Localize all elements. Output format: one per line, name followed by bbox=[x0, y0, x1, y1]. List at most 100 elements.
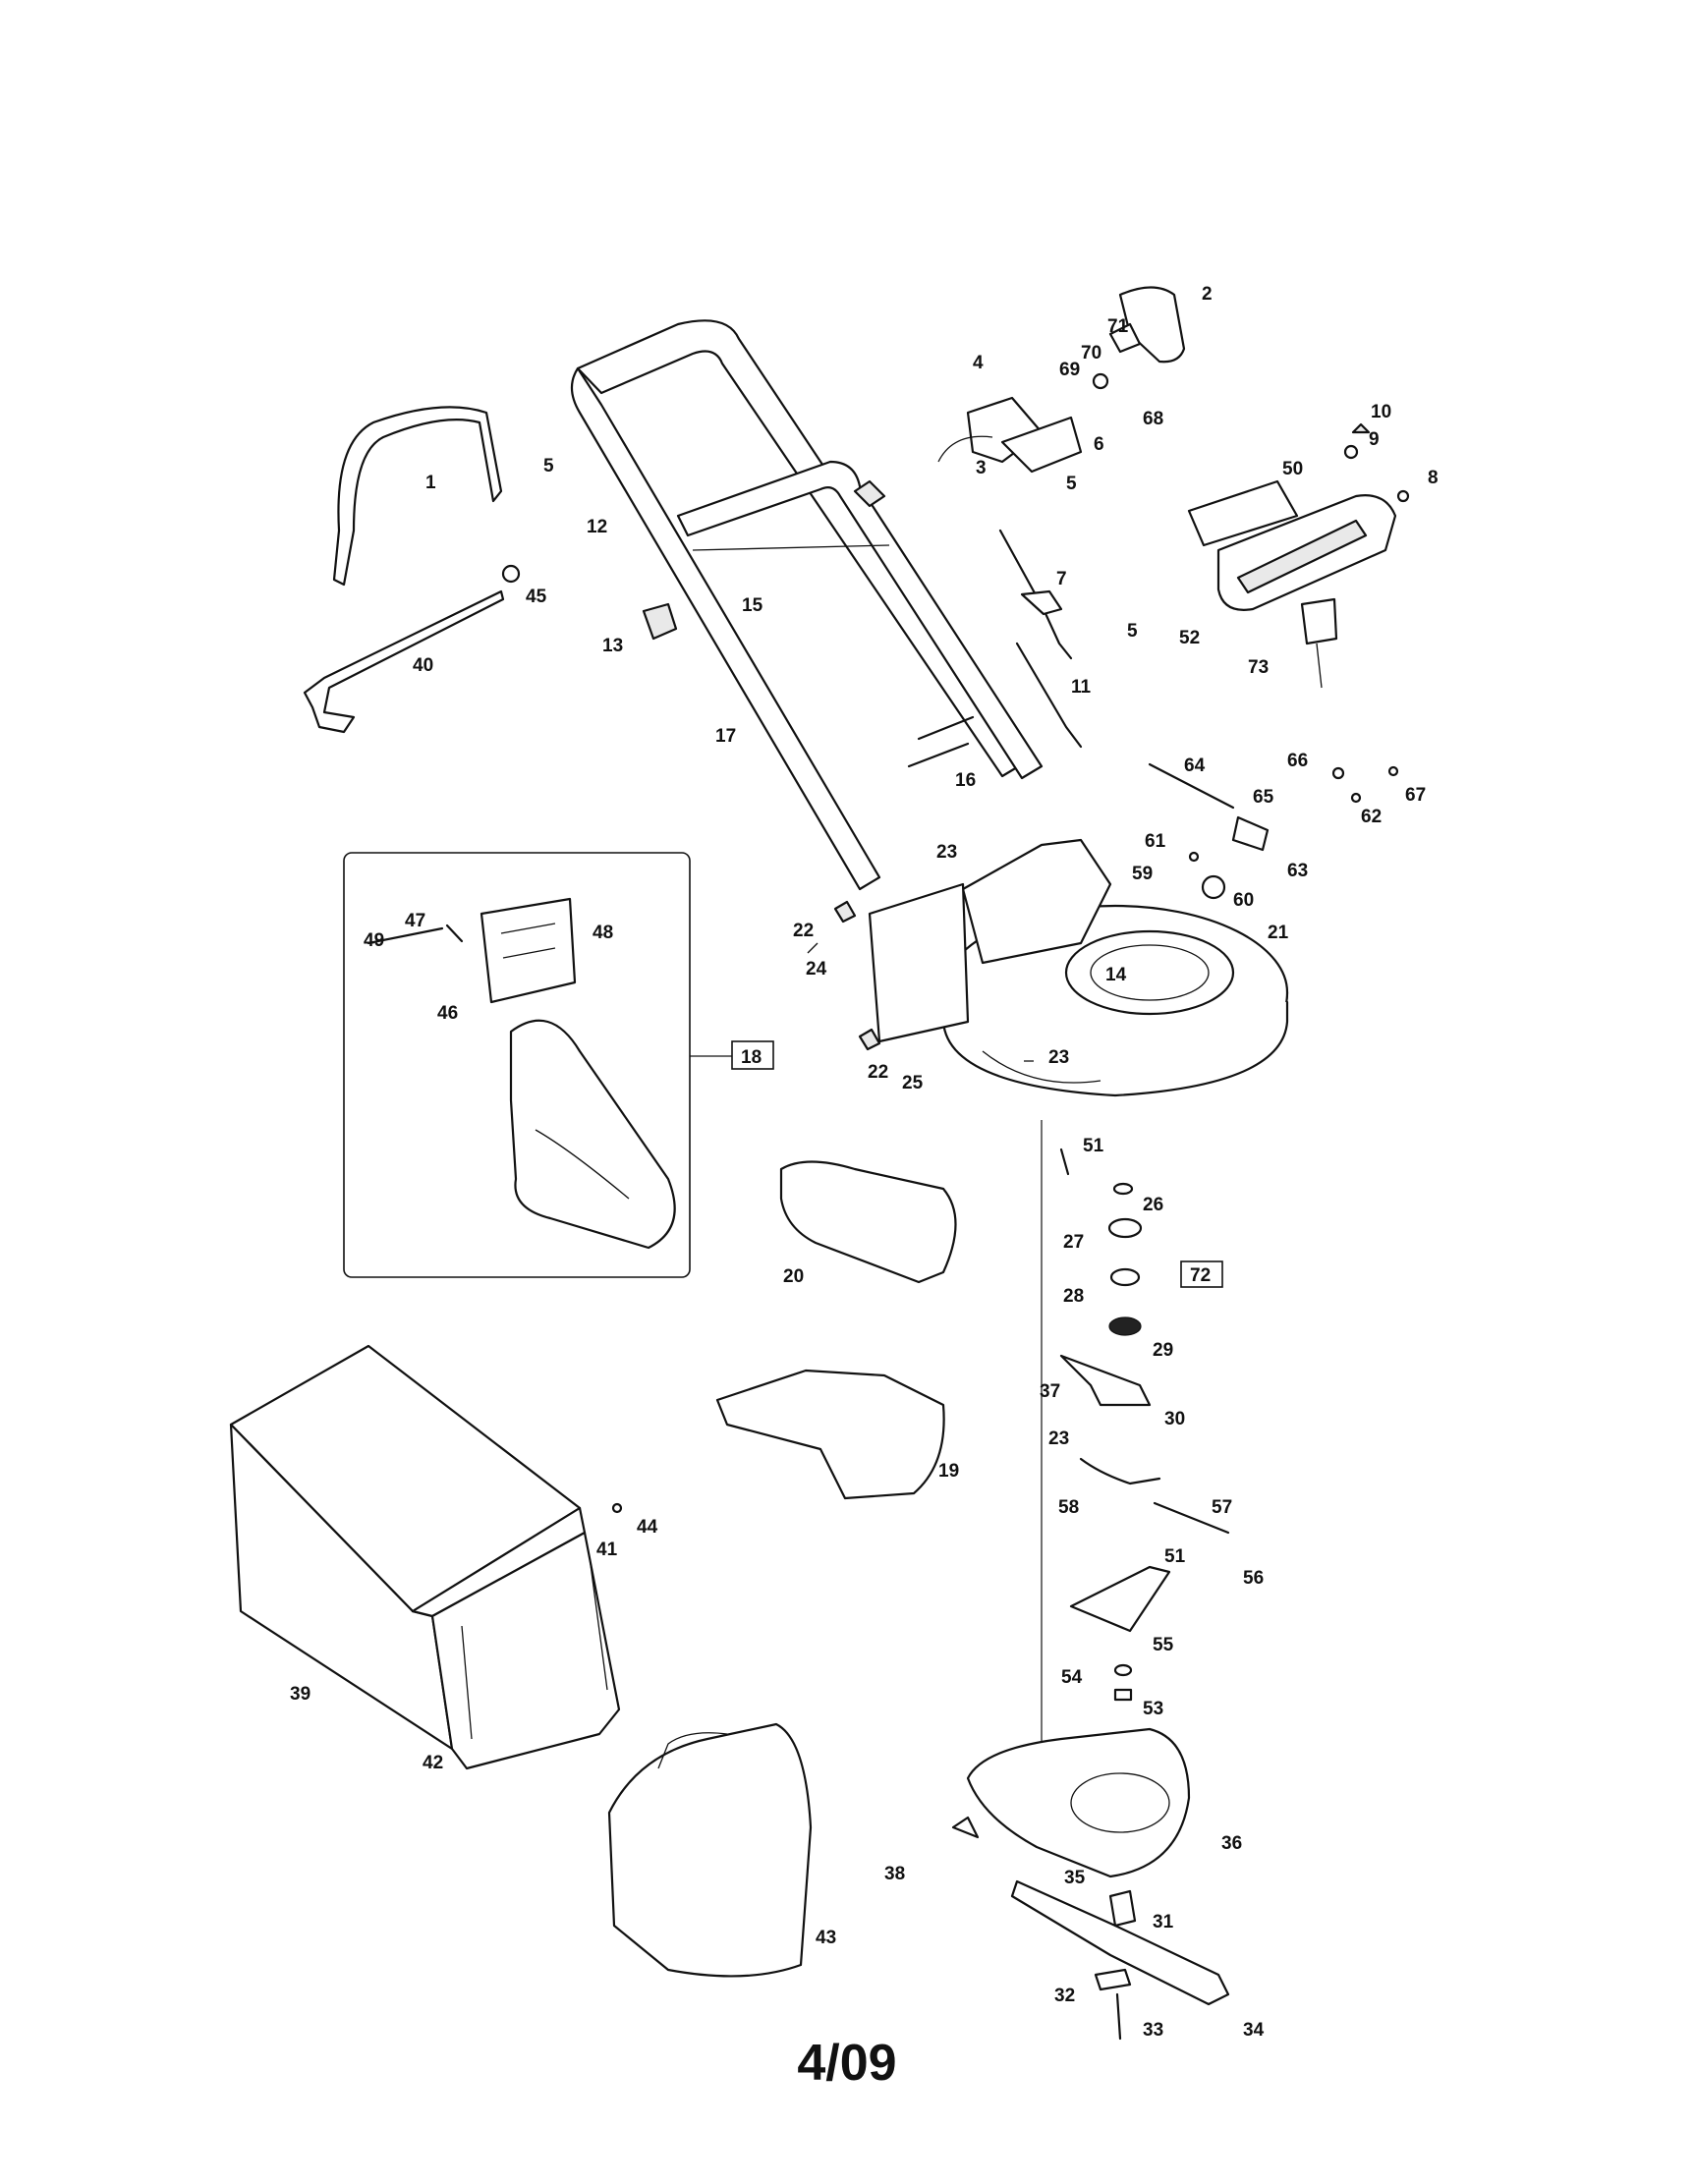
callout-3: 3 bbox=[976, 458, 987, 478]
box-72 bbox=[1180, 1260, 1223, 1288]
cables bbox=[907, 529, 1083, 768]
callout-14: 14 bbox=[1105, 965, 1127, 985]
callout-70: 70 bbox=[1081, 343, 1101, 364]
callout-66: 66 bbox=[1287, 751, 1308, 771]
callout-67: 67 bbox=[1405, 785, 1426, 806]
date-code: 4/09 bbox=[797, 2035, 897, 2092]
height-adjuster bbox=[1148, 762, 1399, 900]
callout-30: 30 bbox=[1164, 1409, 1185, 1429]
callout-63: 63 bbox=[1287, 861, 1308, 881]
callout-19: 19 bbox=[938, 1461, 959, 1482]
callout-28: 28 bbox=[1063, 1286, 1084, 1307]
callout-69: 69 bbox=[1059, 360, 1080, 380]
callout-23b: 23 bbox=[1048, 1047, 1069, 1068]
callout-13: 13 bbox=[602, 636, 623, 656]
control-bracket bbox=[937, 286, 1186, 474]
callout-65: 65 bbox=[1253, 787, 1274, 808]
callout-51a: 51 bbox=[1083, 1136, 1104, 1156]
callout-51b: 51 bbox=[1164, 1546, 1186, 1567]
callout-38: 38 bbox=[884, 1864, 905, 1884]
battery-pack bbox=[1187, 422, 1410, 689]
callout-12: 12 bbox=[587, 517, 607, 537]
callout-62: 62 bbox=[1361, 807, 1382, 827]
blade-housing bbox=[951, 1727, 1191, 1878]
callout-64: 64 bbox=[1184, 756, 1206, 776]
callout-10: 10 bbox=[1371, 402, 1391, 422]
callout-16: 16 bbox=[955, 770, 976, 791]
mower-deck bbox=[868, 838, 1289, 1097]
callout-44: 44 bbox=[637, 1517, 658, 1538]
callout-labels: 1 2 3 4 5 5 5 6 7 8 9 10 11 12 13 14 15 … bbox=[290, 284, 1439, 2041]
callout-31: 31 bbox=[1153, 1912, 1174, 1932]
callout-15: 15 bbox=[742, 595, 763, 616]
rear-bag-handle bbox=[657, 1732, 728, 1769]
callout-23a: 23 bbox=[936, 842, 957, 863]
callout-46: 46 bbox=[437, 1003, 458, 1024]
blade bbox=[1010, 1879, 1230, 2041]
callout-33: 33 bbox=[1143, 2020, 1163, 2041]
callout-36: 36 bbox=[1221, 1833, 1242, 1854]
deck-hardware bbox=[807, 900, 1034, 1062]
knob-13 bbox=[642, 479, 886, 641]
callout-39: 39 bbox=[290, 1684, 311, 1705]
callout-54: 54 bbox=[1061, 1667, 1083, 1688]
callout-59: 59 bbox=[1132, 864, 1153, 884]
drive-components bbox=[1059, 1148, 1230, 1702]
callout-23c: 23 bbox=[1048, 1428, 1069, 1449]
callout-1: 1 bbox=[425, 473, 436, 493]
callout-35: 35 bbox=[1064, 1868, 1086, 1888]
callout-72: 72 bbox=[1190, 1265, 1211, 1286]
callout-50: 50 bbox=[1282, 459, 1303, 479]
callout-45: 45 bbox=[526, 587, 547, 607]
grass-bag bbox=[229, 1344, 623, 1770]
callout-57: 57 bbox=[1212, 1497, 1232, 1518]
rear-bag bbox=[607, 1722, 813, 1978]
callout-73: 73 bbox=[1248, 657, 1269, 678]
callout-34: 34 bbox=[1243, 2020, 1265, 2041]
callout-9: 9 bbox=[1369, 429, 1380, 450]
callout-42: 42 bbox=[423, 1753, 443, 1773]
inset-panel bbox=[343, 852, 691, 1278]
callout-60: 60 bbox=[1233, 890, 1254, 911]
callout-48: 48 bbox=[593, 923, 613, 943]
callout-26: 26 bbox=[1143, 1195, 1163, 1215]
callout-21: 21 bbox=[1268, 923, 1289, 943]
bail-lever bbox=[332, 406, 503, 587]
callout-24: 24 bbox=[806, 959, 827, 980]
callout-25: 25 bbox=[902, 1073, 924, 1093]
nut-45 bbox=[501, 564, 521, 584]
callout-41: 41 bbox=[596, 1540, 618, 1560]
callout-43: 43 bbox=[816, 1928, 836, 1948]
callout-37: 37 bbox=[1040, 1381, 1060, 1402]
callout-47: 47 bbox=[405, 911, 425, 931]
callout-11: 11 bbox=[1071, 677, 1092, 698]
callout-18: 18 bbox=[741, 1047, 762, 1068]
callout-8: 8 bbox=[1428, 468, 1439, 488]
callout-55: 55 bbox=[1153, 1635, 1174, 1655]
callout-22b: 22 bbox=[868, 1062, 888, 1083]
mulch-plug bbox=[715, 1369, 945, 1500]
callout-22a: 22 bbox=[793, 921, 814, 941]
callout-29: 29 bbox=[1153, 1340, 1173, 1361]
callout-32: 32 bbox=[1054, 1986, 1075, 2006]
side-discharge bbox=[779, 1160, 957, 1284]
callout-40: 40 bbox=[413, 655, 433, 676]
callout-5b: 5 bbox=[1066, 474, 1077, 494]
callout-5c: 5 bbox=[1127, 621, 1138, 642]
callout-61: 61 bbox=[1145, 831, 1166, 852]
callout-4: 4 bbox=[973, 353, 984, 373]
handle-assembly bbox=[570, 319, 1044, 891]
callout-53: 53 bbox=[1143, 1699, 1163, 1719]
callout-6: 6 bbox=[1094, 434, 1104, 455]
callout-56: 56 bbox=[1243, 1568, 1264, 1589]
callout-49: 49 bbox=[364, 930, 384, 951]
callout-68: 68 bbox=[1143, 409, 1163, 429]
callout-7: 7 bbox=[1056, 569, 1067, 589]
callout-17: 17 bbox=[715, 726, 736, 747]
box-18 bbox=[731, 1040, 774, 1070]
callout-27: 27 bbox=[1063, 1232, 1084, 1253]
callout-2: 2 bbox=[1202, 284, 1213, 305]
callout-5a: 5 bbox=[543, 456, 554, 476]
callout-58: 58 bbox=[1058, 1497, 1079, 1518]
